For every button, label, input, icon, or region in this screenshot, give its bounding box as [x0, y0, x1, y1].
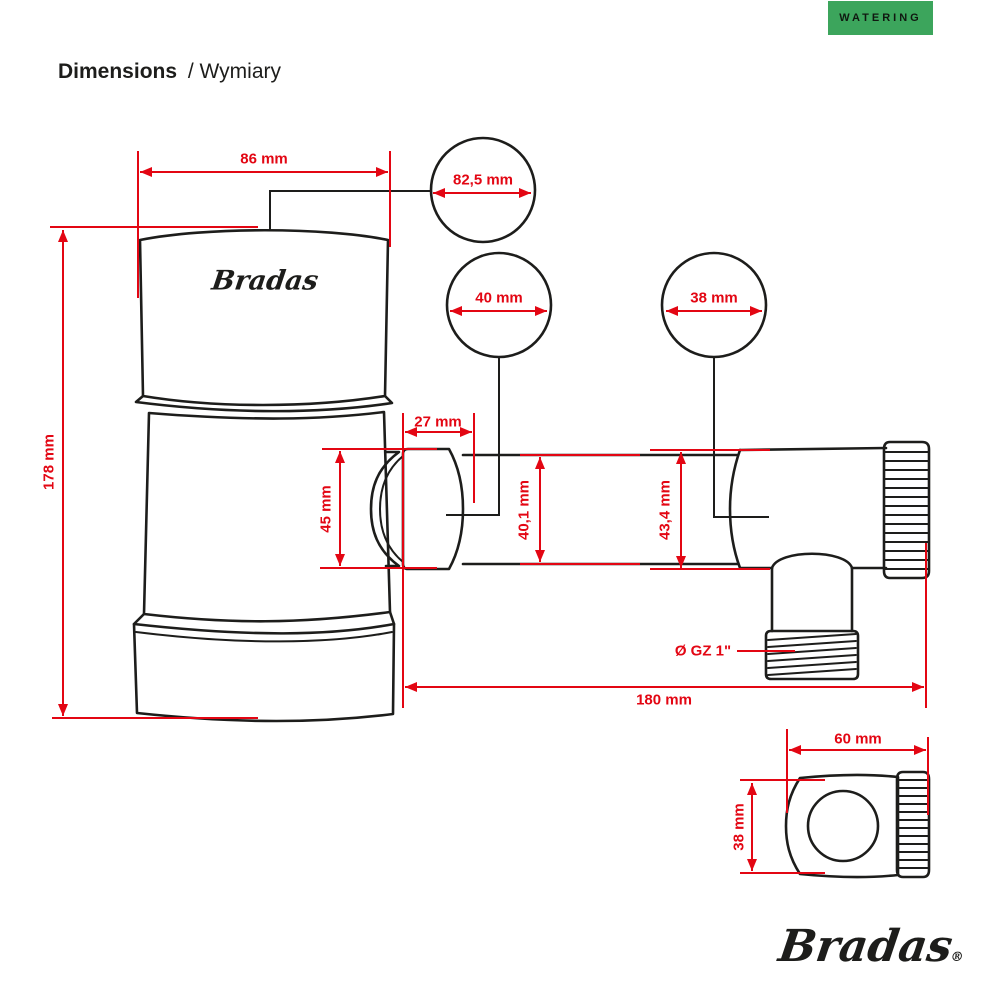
- dim-label-total-height: 178 mm: [40, 434, 58, 490]
- knurled-cap: [882, 440, 931, 580]
- tank-outline: [132, 228, 396, 723]
- elbow-dome: [770, 552, 854, 570]
- dim-label-total-length: 180 mm: [636, 691, 692, 709]
- side-view-outline: [784, 770, 931, 879]
- side-view-cap-ridges: [896, 779, 930, 869]
- dim-label-lid-diameter: 82,5 mm: [452, 171, 514, 189]
- leader-lid: [269, 190, 430, 230]
- dim-label-body-height: 43,4 mm: [656, 479, 674, 541]
- registered-mark: ®: [949, 950, 965, 965]
- dim-label-nut-length: 27 mm: [414, 413, 462, 431]
- brand-logo: Bradas®: [776, 921, 968, 972]
- page-title: Dimensions / Wymiary: [58, 60, 281, 84]
- side-view-port-circle: [806, 789, 880, 863]
- dim-label-side-height: 38 mm: [730, 803, 748, 851]
- inline-assembly-outline: [369, 440, 931, 681]
- tank-lid-lip: [134, 394, 394, 413]
- dim-label-pipe-height: 40,1 mm: [515, 479, 533, 541]
- brand-logo-text: Bradas: [775, 921, 956, 972]
- dim-label-hose-left: 40 mm: [475, 289, 523, 307]
- callout-circle-lid: [429, 136, 537, 244]
- outlet-bulge-outer: [369, 450, 401, 568]
- category-badge: WATERING: [828, 1, 933, 35]
- male-thread: [764, 629, 860, 681]
- tank-bottom-lip: [132, 610, 396, 635]
- tank-lid: [138, 228, 390, 407]
- extension-lines: [50, 151, 929, 874]
- title-primary: Dimensions: [58, 60, 178, 83]
- leader-38: [713, 357, 769, 518]
- dimension-lines: [58, 167, 926, 871]
- dim-label-side-width: 60 mm: [834, 730, 882, 748]
- dim-label-nut-height: 45 mm: [317, 485, 335, 533]
- callout-circles: [269, 136, 769, 518]
- tank-body: [142, 410, 392, 623]
- outlet-bulge-inner: [379, 455, 404, 563]
- product-lid-logo: Bradas: [209, 265, 321, 297]
- tank-bottom-ring: [132, 622, 396, 723]
- dim-label-width-top: 86 mm: [240, 150, 288, 168]
- leader-40: [446, 357, 500, 516]
- male-thread-lines: [767, 633, 857, 676]
- tank-bottom-ring-inner: [135, 631, 393, 643]
- side-view-body: [784, 773, 900, 879]
- dim-label-hose-right: 38 mm: [690, 289, 738, 307]
- valve-body-left-arc: [728, 448, 742, 570]
- title-secondary: / Wymiary: [187, 60, 282, 83]
- knurled-cap-ridges: [883, 451, 930, 570]
- dim-label-thread: Ø GZ 1": [674, 642, 732, 660]
- nut-outline: [401, 447, 465, 571]
